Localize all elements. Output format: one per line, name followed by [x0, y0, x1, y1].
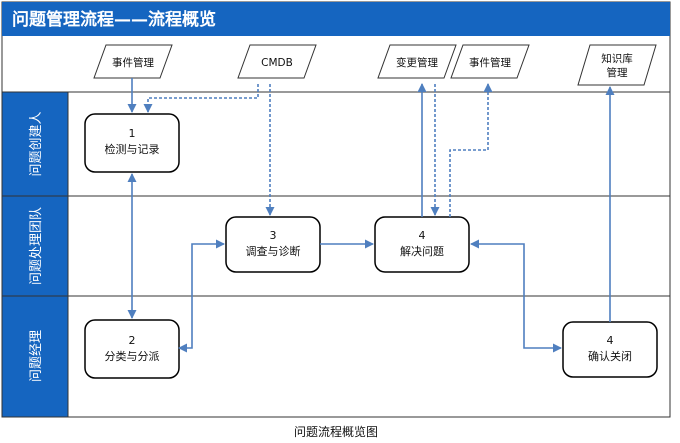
step-number: 3 [270, 229, 277, 242]
step-label: 调查与诊断 [246, 244, 301, 258]
step-confirm-close[interactable]: 4 确认关闭 [562, 321, 658, 378]
lane-header-team [1, 195, 69, 297]
step-label: 确认关闭 [588, 349, 632, 363]
lane-header-manager [1, 295, 69, 418]
input-label-line-1: 知识库 [601, 52, 633, 65]
input-change-management: 变更管理 [377, 44, 457, 79]
lane-label-manager: 问题经理 [29, 330, 44, 382]
step-label: 解决问题 [400, 244, 444, 258]
step-label: 分类与分派 [105, 349, 160, 363]
step-number: 2 [129, 334, 136, 347]
step-number: 4 [607, 334, 614, 347]
step-resolve-problem[interactable]: 4 解决问题 [374, 216, 470, 273]
input-label: 变更管理 [396, 56, 438, 69]
lane-label-team: 问题处理团队 [29, 207, 44, 285]
input-cmdb: CMDB [237, 44, 317, 79]
lane-label-creator: 问题创建人 [29, 111, 44, 176]
connector-cmdb-to-detect [143, 84, 259, 113]
step-number: 1 [129, 127, 136, 140]
step-label: 检测与记录 [105, 142, 160, 156]
input-label: 事件管理 [112, 56, 154, 69]
connector-classify-investigate [178, 239, 225, 353]
connector-resolve-close [470, 239, 562, 353]
step-investigate-and-diagnose[interactable]: 3 调查与诊断 [225, 216, 321, 273]
input-event-management-1: 事件管理 [93, 44, 173, 79]
step-classify-and-assign[interactable]: 2 分类与分派 [84, 319, 180, 379]
connector-resolve-to-event [449, 83, 493, 217]
lane-header-creator [1, 91, 69, 197]
step-detect-and-record[interactable]: 1 检测与记录 [84, 113, 180, 173]
page-title: 问题管理流程——流程概览 [12, 9, 216, 30]
header-bar [2, 2, 670, 36]
input-event-management-2: 事件管理 [450, 44, 530, 79]
input-knowledge-base: 知识库 管理 [577, 44, 657, 86]
input-label-line-2: 管理 [607, 66, 628, 79]
diagram-caption: 问题流程概览图 [294, 424, 378, 439]
input-label: 事件管理 [469, 56, 511, 69]
step-number: 4 [419, 229, 426, 242]
input-label: CMDB [261, 57, 293, 69]
